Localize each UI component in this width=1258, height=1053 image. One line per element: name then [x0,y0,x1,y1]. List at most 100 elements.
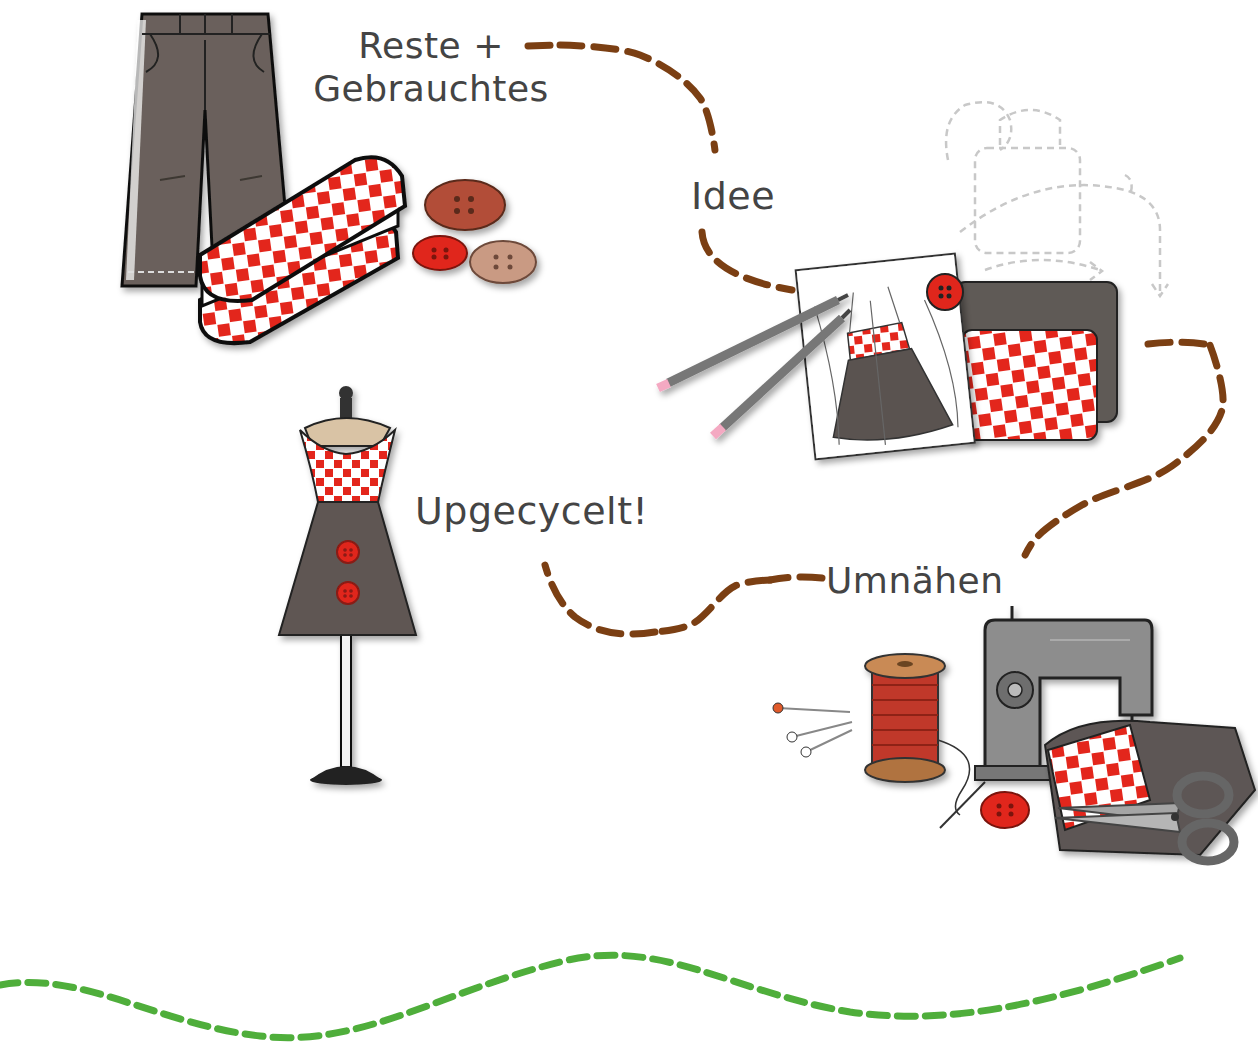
pattern-outlines [1152,284,1168,296]
sewing-station: Umnähen [770,555,1255,885]
stitch-path-part [545,565,655,634]
pattern-outlines [1090,262,1102,280]
loose-button [997,804,1002,809]
pencils [658,295,850,436]
pencils [713,427,723,436]
dress-form [349,589,353,593]
stitch-path [655,580,770,632]
fabric-piece [1045,721,1255,855]
thread-spool [865,654,945,782]
thread-spool [872,668,938,768]
loose-button [997,812,1002,817]
pins [773,703,852,757]
loose-button [1009,804,1014,809]
buttons [508,265,513,270]
buttons [413,180,536,283]
dress-form [300,430,395,502]
pencils [838,295,848,300]
dress-form [305,418,390,446]
station-label: Reste + Gebrauchtes [300,24,562,110]
sewing-machine [1011,606,1014,620]
buttons [454,208,460,214]
dress-form [343,594,347,598]
buttons [413,236,467,270]
pencils [842,310,850,318]
needle [940,782,985,828]
loose-button [981,792,1029,828]
stitch-path-part [770,577,822,580]
dress-form [279,386,416,785]
sketch-button [927,274,963,310]
station-label: Idee [691,174,775,220]
pins [801,747,811,757]
stitch-path-part [528,45,1210,634]
buttons [425,180,505,230]
fabric-piece [1045,721,1255,855]
station-label: Umnähen [826,559,1004,602]
fabric-swatch [955,282,1117,440]
dress-form [337,541,359,563]
dress-form [279,502,416,635]
dress-form [343,548,347,552]
pins [778,708,852,752]
buttons [444,248,449,253]
buttons [494,265,499,270]
stitch-path-part [702,232,792,290]
buttons [432,255,437,260]
sketch-button [939,286,944,291]
buttons [468,208,474,214]
pins [787,732,797,742]
buttons [494,255,499,260]
pencils [722,318,842,428]
pattern-outlines [1125,175,1132,195]
dress-form [349,594,353,598]
stitch-path-part [1148,342,1210,345]
sketch-paper [796,254,975,460]
scissors [1171,813,1179,821]
fabric-stack [200,157,405,301]
stitch-path [1025,345,1223,555]
sketch-button [927,274,963,310]
jeans-drawing [180,14,232,34]
buttons [444,255,449,260]
sketch-button [947,286,952,291]
pins [773,703,783,713]
idea-station: Idee [655,150,1210,460]
dress-form [349,553,353,557]
sketch-button [947,294,952,299]
dress-form [343,553,347,557]
pattern-outlines [985,260,1100,270]
sketch-paper [825,345,953,445]
fabric-swatch [962,330,1097,440]
pattern-outlines [946,102,1168,296]
pencils [658,383,669,388]
sketch-button [939,294,944,299]
result-station: Upgecycelt! [275,385,655,785]
dress-form [339,386,353,400]
scissors [1182,823,1234,861]
station-label: Upgecycelt! [415,489,648,535]
thread-spool [865,654,945,678]
dress-form [341,635,351,767]
dress-form [340,398,352,418]
jeans-drawing [204,40,206,110]
buttons [454,196,460,202]
buttons [508,255,513,260]
pattern-outlines [975,148,1080,253]
dress-form [343,589,347,593]
green-stitch-wave [0,955,1180,1037]
thread-spool [872,685,938,745]
sewing-machine [997,672,1033,708]
scissors [1177,776,1229,814]
sewing-machine [1050,639,1130,641]
thread-spool [897,661,913,667]
dress-form [337,582,359,604]
scissors [1055,813,1180,832]
jeans-drawing [126,20,146,280]
sewing-machine [1008,683,1022,697]
dress-form [310,775,382,785]
stitch-path-part [528,45,560,46]
jeans-drawing [160,176,262,180]
stitch-path [560,45,715,150]
